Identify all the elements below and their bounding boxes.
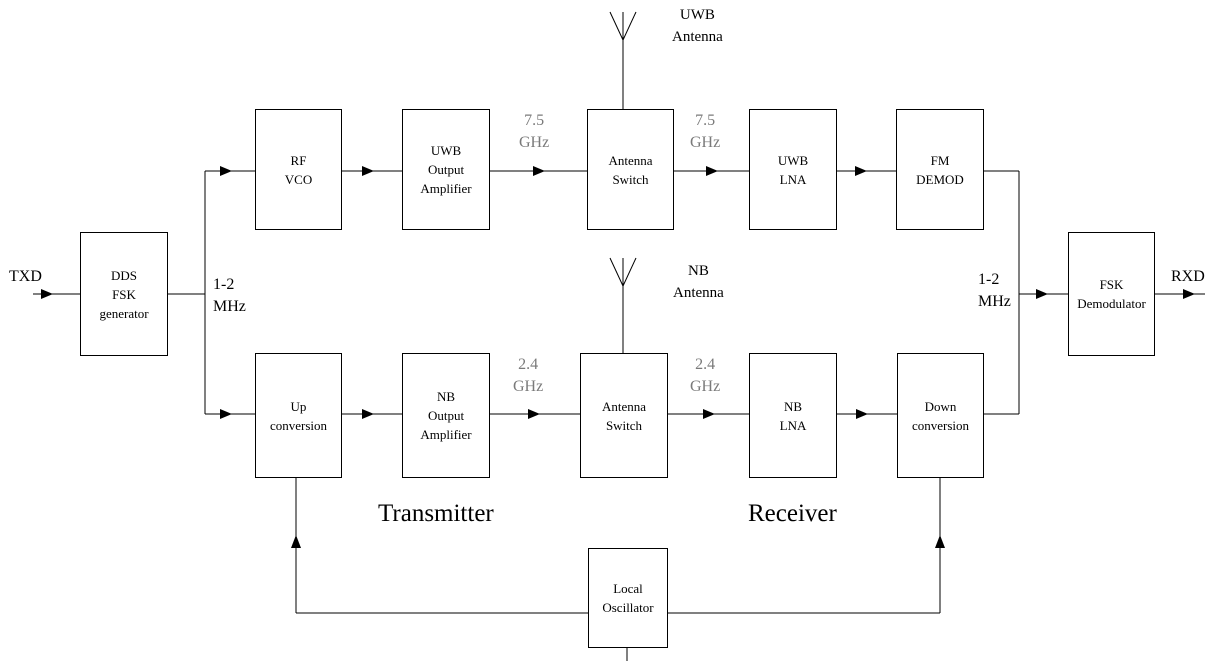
nb-amp-label-line3: Amplifier [420, 427, 472, 442]
uwb-lna-label-line2: LNA [779, 171, 807, 187]
up-conv-label-line1: Up [290, 398, 307, 414]
fsk-demod-label-line2: Demodulator [1077, 296, 1146, 311]
rf-vco-label-line2: VCO [284, 171, 313, 187]
uwb-antenna-label-line1: UWB [679, 7, 715, 23]
nb-amp-label-line2: Output [427, 408, 465, 423]
uwb-rx-freq-unit: GHz [690, 134, 721, 151]
rx-if-value: 1-2 [978, 271, 1000, 288]
nb-antenna-arm-left [609, 257, 624, 287]
uwb-antenna-label: UWB Antenna [672, 4, 723, 48]
transmitter-section-label: Transmitter [378, 500, 494, 527]
nb-tx-frequency-label: 2.4 GHz [513, 354, 543, 398]
arrow-to-fsk-demod [1036, 289, 1048, 299]
uwb-antenna-label-line2: Antenna [672, 29, 723, 45]
down-conversion-block: Down conversion [897, 353, 984, 478]
receiver-section-label: Receiver [748, 500, 837, 527]
nb-antenna-label-line2: Antenna [673, 285, 724, 301]
arrow-uwb-amp-to-switch [533, 166, 545, 176]
arrow-uwb-switch-to-lna [706, 166, 718, 176]
down-conv-label-line1: Down [924, 398, 957, 414]
arrow-up-conv-to-nb-amp [362, 409, 374, 419]
txd-label: TXD [9, 268, 42, 285]
tx-if-frequency-label: 1-2 MHz [213, 274, 246, 318]
arrow-lo-to-down-conv [935, 535, 945, 548]
up-conv-label-line2: conversion [269, 417, 328, 433]
uwb-antenna-arm-left [609, 11, 624, 41]
nb-antenna-label-line1: NB [687, 263, 709, 279]
dds-label-line1: DDS [110, 267, 137, 283]
uwb-antenna-arm-right [622, 11, 637, 41]
arrow-nb-lna-to-down-conv [856, 409, 868, 419]
dds-fsk-generator-block: DDS FSK generator [80, 232, 168, 356]
down-conv-label-line2: conversion [911, 417, 970, 433]
fm-demod-label-line2: DEMOD [916, 171, 964, 187]
fsk-demodulator-block: FSK Demodulator [1068, 232, 1155, 356]
nb-amp-label-line1: NB [436, 389, 456, 404]
uwb-amp-label-line1: UWB [430, 143, 462, 158]
tx-if-unit: MHz [213, 298, 246, 315]
uwb-amp-label-line2: Output [427, 162, 465, 177]
rxd-arrow [1183, 289, 1195, 299]
arrow-to-rf-vco [220, 166, 232, 176]
uwb-rx-freq-value: 7.5 [695, 112, 716, 129]
uwb-amp-label-line3: Amplifier [420, 181, 472, 196]
uwb-lna-label-line1: UWB [777, 152, 809, 168]
fm-demod-block: FM DEMOD [896, 109, 984, 230]
rx-if-unit: MHz [978, 293, 1011, 310]
uwb-rx-frequency-label: 7.5 GHz [690, 110, 720, 154]
uwb-lna-block: UWB LNA [749, 109, 837, 230]
uwb-tx-freq-value: 7.5 [524, 112, 545, 129]
nb-lna-block: NB LNA [749, 353, 837, 478]
arrow-nb-switch-to-lna [703, 409, 715, 419]
nb-switch-label-line2: Switch [605, 417, 643, 433]
rx-if-frequency-label: 1-2 MHz [978, 269, 1011, 313]
local-oscillator-block: Local Oscillator [588, 548, 668, 648]
arrow-lo-to-up-conv [291, 535, 301, 548]
fsk-demod-label-line1: FSK [1099, 277, 1124, 292]
fm-demod-label-line1: FM [930, 152, 950, 168]
arrow-uwb-lna-to-fm-demod [855, 166, 867, 176]
uwb-tx-freq-unit: GHz [519, 134, 550, 151]
arrow-vco-to-uwb-amp [362, 166, 374, 176]
up-conversion-block: Up conversion [255, 353, 342, 478]
nb-rx-freq-value: 2.4 [695, 356, 716, 373]
rf-vco-label-line1: RF [290, 152, 307, 168]
txd-arrow [41, 289, 53, 299]
nb-antenna-switch-block: Antenna Switch [580, 353, 668, 478]
local-osc-label-line2: Oscillator [602, 600, 654, 615]
arrow-to-up-conversion [220, 409, 232, 419]
uwb-switch-label-line1: Antenna [608, 152, 653, 168]
nb-output-amplifier-block: NB Output Amplifier [402, 353, 490, 478]
uwb-switch-label-line2: Switch [612, 171, 649, 187]
uwb-tx-frequency-label: 7.5 GHz [519, 110, 549, 154]
uwb-antenna-switch-block: Antenna Switch [587, 109, 674, 230]
local-osc-label-line1: Local [613, 581, 643, 596]
rf-vco-block: RF VCO [255, 109, 342, 230]
nb-tx-freq-value: 2.4 [518, 356, 539, 373]
dds-label-line2: FSK [112, 286, 136, 302]
nb-rx-freq-unit: GHz [690, 378, 721, 395]
tx-if-value: 1-2 [213, 276, 235, 293]
nb-switch-label-line1: Antenna [601, 398, 647, 414]
nb-rx-frequency-label: 2.4 GHz [690, 354, 720, 398]
nb-lna-label-line2: LNA [779, 417, 807, 433]
nb-lna-label-line1: NB [783, 398, 803, 414]
dds-label-line3: generator [99, 305, 149, 321]
nb-tx-freq-unit: GHz [513, 378, 544, 395]
nb-antenna-arm-right [622, 257, 637, 287]
nb-antenna-label: NB Antenna [673, 260, 724, 304]
arrow-nb-amp-to-switch [528, 409, 540, 419]
rxd-label: RXD [1171, 268, 1205, 285]
uwb-output-amplifier-block: UWB Output Amplifier [402, 109, 490, 230]
